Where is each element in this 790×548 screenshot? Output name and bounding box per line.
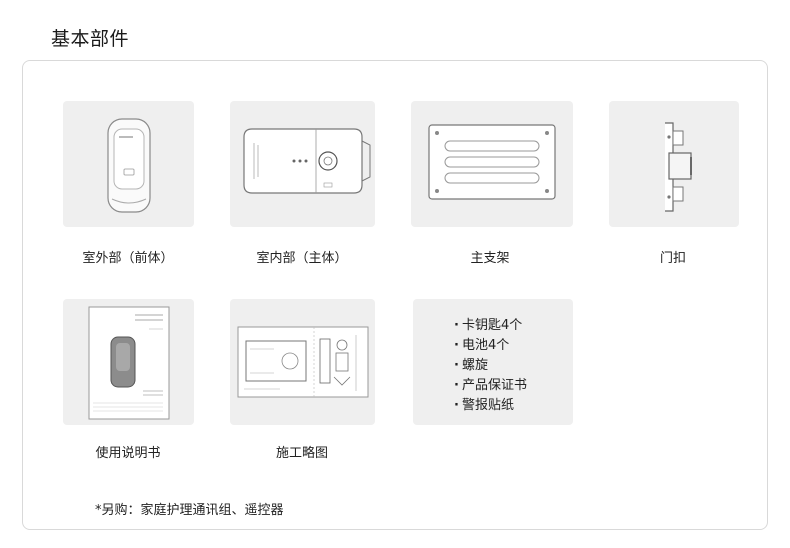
outdoor-unit-icon bbox=[107, 118, 151, 213]
mounting-bracket-tile bbox=[411, 101, 573, 227]
indoor-unit-label: 室内部（主体） bbox=[256, 251, 348, 266]
outdoor-unit-label: 室外部（前体） bbox=[82, 251, 174, 266]
accessory-batteries: 电池4个 bbox=[454, 336, 527, 356]
mounting-bracket-label: 主支架 bbox=[470, 251, 510, 266]
accessory-screws: 螺旋 bbox=[454, 356, 527, 376]
page-title: 基本部件 bbox=[51, 28, 130, 50]
accessory-warranty: 产品保证书 bbox=[454, 376, 527, 396]
user-manual-label: 使用说明书 bbox=[95, 446, 161, 461]
door-strike-label: 门扣 bbox=[659, 251, 686, 266]
user-manual-icon bbox=[88, 306, 170, 420]
accessory-alarm-sticker: 警报贴纸 bbox=[454, 396, 527, 416]
indoor-unit-tile bbox=[230, 101, 375, 227]
door-strike-icon bbox=[665, 122, 692, 212]
outdoor-unit-tile bbox=[63, 101, 194, 227]
installation-diagram-label: 施工略图 bbox=[275, 446, 328, 461]
door-strike-tile bbox=[609, 101, 739, 227]
user-manual-tile bbox=[63, 299, 194, 425]
components-panel bbox=[22, 60, 768, 530]
installation-diagram-tile bbox=[230, 299, 375, 425]
accessories-list: 卡钥匙4个 电池4个 螺旋 产品保证书 警报贴纸 bbox=[454, 316, 527, 416]
accessory-card-keys: 卡钥匙4个 bbox=[454, 316, 527, 336]
installation-diagram-icon bbox=[237, 326, 369, 398]
mounting-bracket-icon bbox=[428, 124, 556, 200]
indoor-unit-icon bbox=[243, 128, 371, 194]
optional-purchase-note: *另购：家庭护理通讯组、遥控器 bbox=[95, 503, 284, 518]
